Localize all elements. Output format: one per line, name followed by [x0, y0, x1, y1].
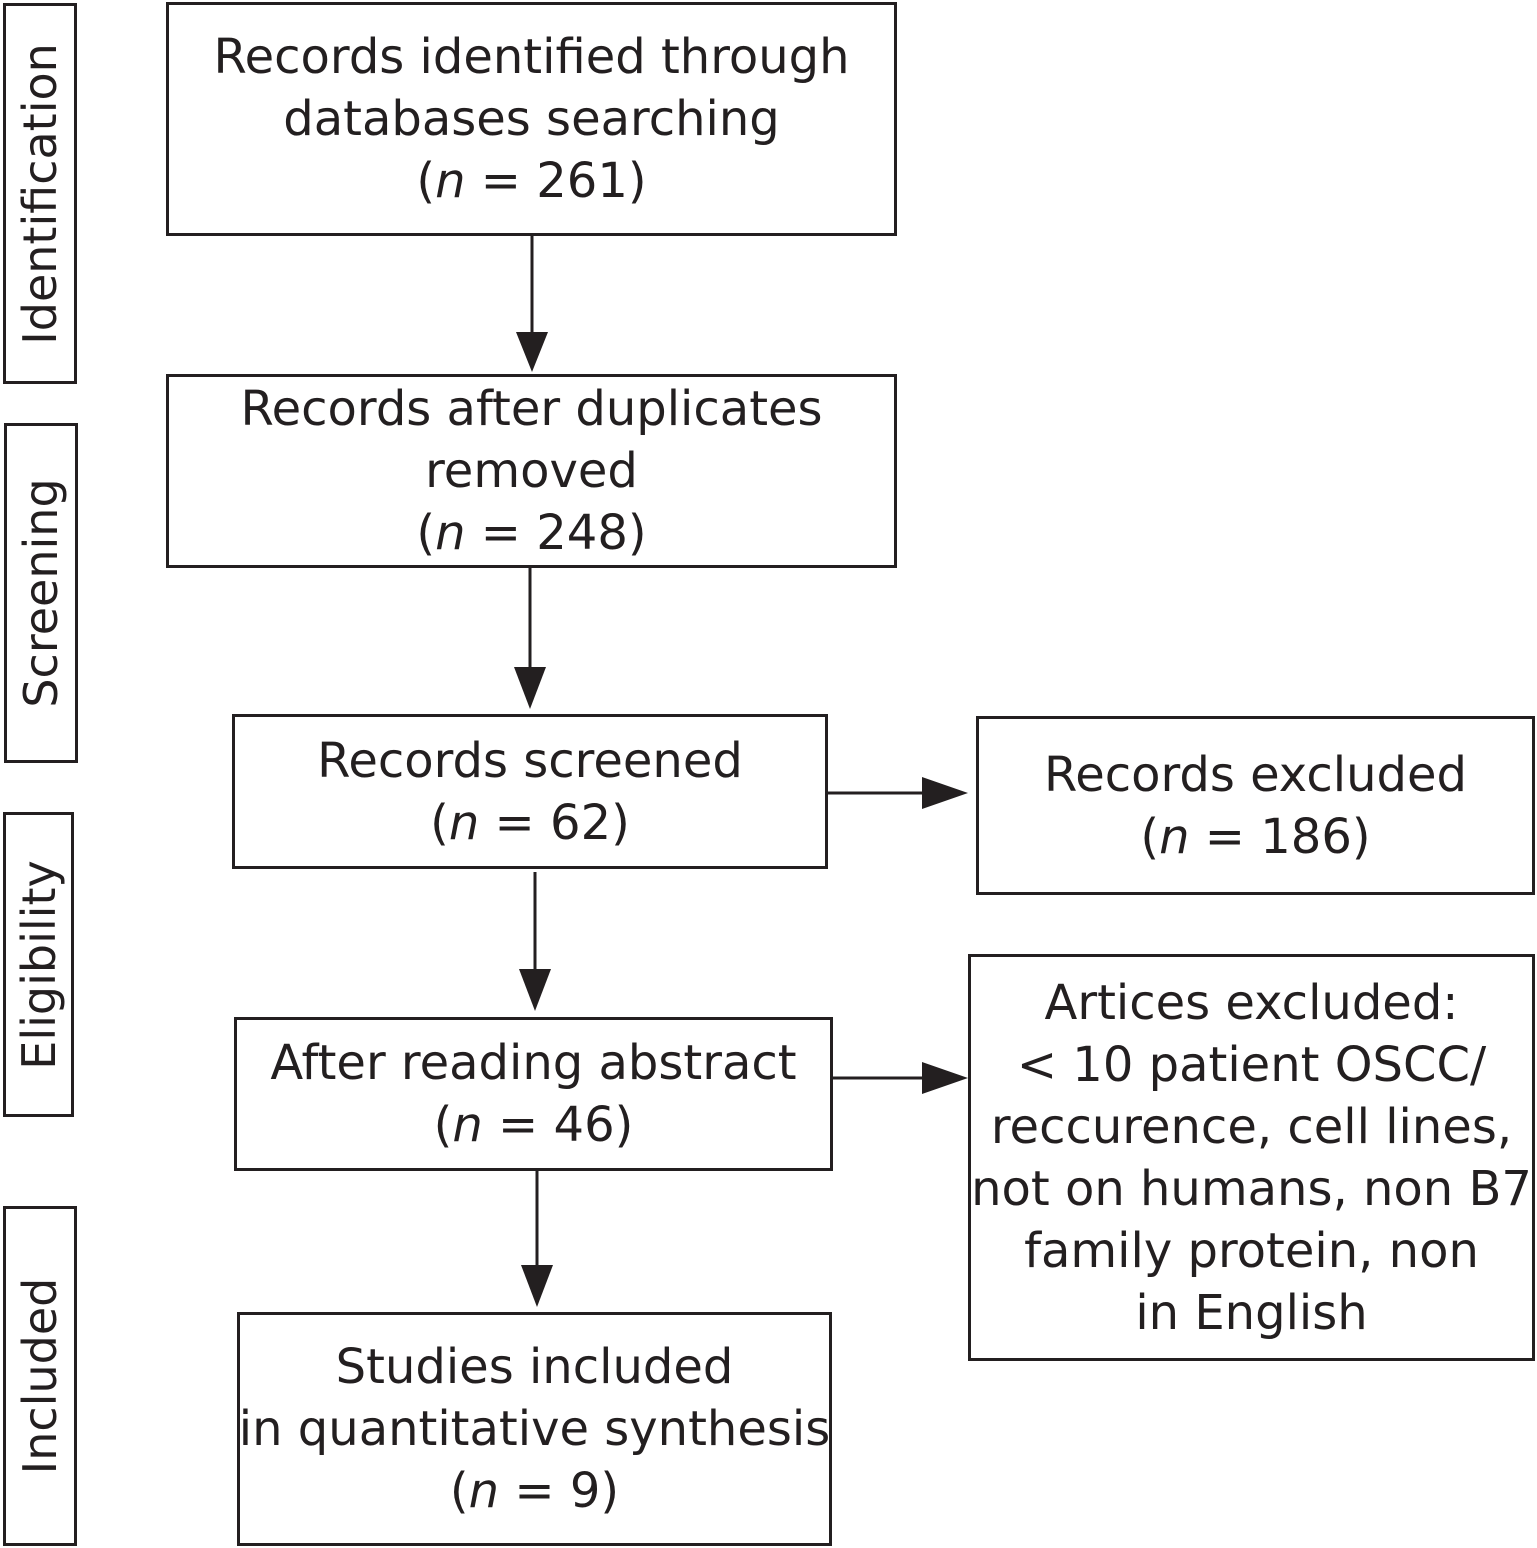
box-text-line: reccurence, cell lines, [990, 1098, 1513, 1155]
box-text-line: After reading abstract [270, 1035, 797, 1091]
box-text-line: < 10 patient OSCC/ [1016, 1036, 1487, 1093]
box-count: (n = 248) [416, 505, 647, 561]
box-records-identified: Records identified through databases sea… [166, 2, 897, 236]
box-count: (n = 9) [449, 1463, 620, 1519]
arrowhead-right [922, 777, 968, 809]
stage-label-identification: Identification [3, 3, 77, 384]
box-studies-included: Studies included in quantitative synthes… [237, 1312, 832, 1546]
box-text-line: Studies included [335, 1339, 734, 1395]
arrowhead-down [516, 332, 548, 372]
box-count: (n = 261) [416, 153, 647, 209]
arrowhead-right [922, 1062, 968, 1094]
box-text-line: Artices excluded: [1044, 974, 1459, 1031]
box-text-line: Records identified through [213, 29, 850, 85]
box-after-reading-abstract: After reading abstract (n = 46) [234, 1017, 833, 1171]
box-text-line: not on humans, non B7 [971, 1160, 1532, 1217]
arrowhead-down [514, 667, 546, 709]
box-text-line: databases searching [283, 91, 780, 147]
stage-label-screening: Screening [4, 423, 78, 763]
box-text-line: in quantitative synthesis [238, 1401, 831, 1457]
stage-label-included: Included [3, 1206, 77, 1546]
box-records-screened: Records screened (n = 62) [232, 714, 828, 869]
arrowhead-down [521, 1265, 553, 1307]
box-text-line: Records excluded [1044, 746, 1467, 803]
box-text-line: Records after duplicates [240, 381, 823, 437]
box-text-line: Records screened [317, 732, 743, 789]
box-count: (n = 46) [433, 1097, 634, 1153]
box-articles-excluded: Artices excluded: < 10 patient OSCC/ rec… [968, 954, 1535, 1361]
box-text-line: family protein, non [1024, 1222, 1479, 1279]
arrowhead-down [519, 969, 551, 1011]
box-text-line: in English [1135, 1284, 1368, 1341]
box-count: (n = 186) [1140, 808, 1371, 865]
stage-label-eligibility: Eligibility [3, 812, 74, 1117]
box-text-line: removed [425, 443, 638, 499]
box-records-excluded: Records excluded (n = 186) [976, 716, 1535, 895]
box-count: (n = 62) [430, 794, 630, 851]
box-records-after-duplicates: Records after duplicates removed (n = 24… [166, 374, 897, 568]
